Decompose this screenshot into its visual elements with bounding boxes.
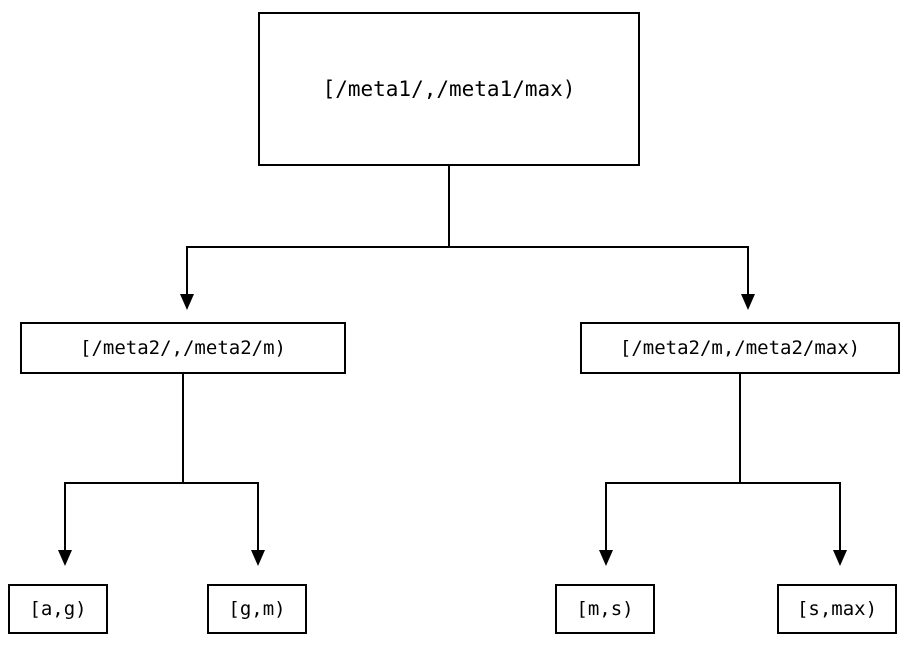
edge-mid-right-bar (605, 482, 841, 484)
arrowhead-root-to-mid-right (741, 294, 755, 310)
arrowhead-mid-right-to-leaf-ms (599, 550, 613, 566)
node-mid-left[interactable]: [/meta2/,/meta2/m) (20, 322, 346, 374)
node-mid-left-label: [/meta2/,/meta2/m) (80, 336, 286, 359)
edge-mid-left-to-leaf-gm-drop (257, 482, 259, 550)
arrowhead-mid-left-to-leaf-ag (58, 550, 72, 566)
node-leaf-gm-label: [g,m) (228, 597, 286, 620)
node-mid-right-label: [/meta2/m,/meta2/max) (619, 336, 861, 359)
node-leaf-gm[interactable]: [g,m) (207, 584, 307, 634)
edge-mid-left-bar (64, 482, 259, 484)
node-root-label: [/meta1/,/meta1/max) (322, 76, 576, 101)
edge-mid-right-to-leaf-ms-drop (605, 482, 607, 550)
arrowhead-root-to-mid-left (180, 294, 194, 310)
edge-mid-left-stem (182, 374, 184, 484)
edge-root-stem (448, 166, 450, 248)
edge-mid-right-stem (739, 374, 741, 484)
edge-mid-right-to-leaf-smax-drop (839, 482, 841, 550)
arrowhead-mid-right-to-leaf-smax (833, 550, 847, 566)
node-leaf-ag-label: [a,g) (29, 597, 87, 620)
edge-root-to-mid-left-drop (186, 246, 188, 294)
node-leaf-ag[interactable]: [a,g) (8, 584, 108, 634)
node-root[interactable]: [/meta1/,/meta1/max) (258, 12, 640, 166)
edge-mid-left-to-leaf-ag-drop (64, 482, 66, 550)
node-leaf-smax[interactable]: [s,max) (777, 584, 897, 634)
node-leaf-smax-label: [s,max) (796, 597, 878, 620)
edge-root-bar (186, 246, 749, 248)
node-mid-right[interactable]: [/meta2/m,/meta2/max) (580, 322, 900, 374)
arrowhead-mid-left-to-leaf-gm (251, 550, 265, 566)
edge-root-to-mid-right-drop (747, 246, 749, 294)
node-leaf-ms-label: [m,s) (576, 597, 634, 620)
node-leaf-ms[interactable]: [m,s) (555, 584, 655, 634)
